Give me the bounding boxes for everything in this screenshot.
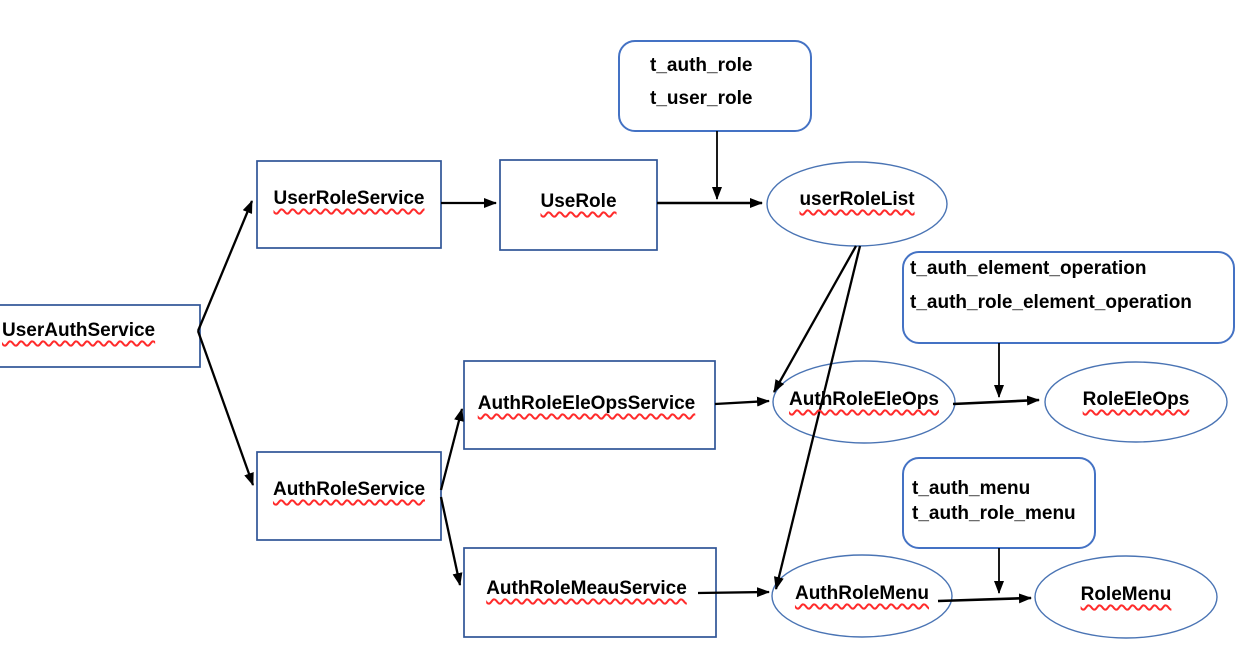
label-table-t-auth-role-menu: t_auth_role_menu [912, 503, 1076, 524]
edge-userrolelist-to-authrolemenu [773, 245, 862, 590]
label-role-menu: RoleMenu [1080, 584, 1172, 605]
node-ellipse-user-role-list [766, 161, 948, 247]
label-user-role-service: UserRoleService [273, 188, 425, 209]
table-box-element-operation [902, 251, 1235, 344]
edge-userrolelist-to-authroleeleops [772, 245, 858, 393]
node-box-user-auth-service [0, 304, 201, 368]
node-box-auth-role-service [256, 451, 442, 541]
label-auth-role-menu: AuthRoleMenu [794, 583, 930, 604]
edge-authroleeleops-to-roleeleops [952, 395, 1040, 406]
edge-authroleservice-to-authroleeleopsservice [439, 408, 464, 491]
label-table-t-auth-role-element-operation: t_auth_role_element_operation [910, 292, 1192, 313]
label-role-ele-ops: RoleEleOps [1082, 389, 1190, 410]
node-ellipse-role-ele-ops [1044, 361, 1228, 443]
node-ellipse-role-menu [1034, 555, 1218, 639]
edge-authroleservice-to-authrolemeauservice [439, 496, 463, 586]
node-box-auth-role-meau-service [463, 547, 717, 638]
table-box-user-role [618, 40, 812, 132]
edge-authrolemeauservice-to-authrolemenu [697, 587, 770, 598]
label-auth-role-ele-ops-service: AuthRoleEleOpsService [477, 393, 696, 414]
label-table-t-user-role: t_user_role [650, 88, 753, 109]
label-use-role: UseRole [540, 191, 617, 212]
node-box-user-role-service [256, 160, 442, 249]
label-table-t-auth-menu: t_auth_menu [912, 478, 1031, 499]
edge-authrolemenu-to-rolemenu [937, 593, 1032, 604]
label-user-role-list: userRoleList [799, 189, 915, 210]
edge-userauthservice-to-authroleservice [196, 330, 255, 486]
node-box-auth-role-ele-ops-service [463, 360, 716, 450]
edge-userauthservice-to-userroleservice [196, 200, 254, 332]
label-auth-role-meau-service: AuthRoleMeauService [486, 578, 687, 599]
node-box-use-role [499, 159, 658, 251]
label-table-t-auth-element-operation: t_auth_element_operation [910, 258, 1147, 279]
label-auth-role-service: AuthRoleService [272, 479, 426, 500]
label-user-auth-service: UserAuthService [2, 320, 156, 341]
node-ellipse-auth-role-menu [771, 554, 953, 638]
edge-authroleeleopsservice-to-authroleeleops [714, 396, 770, 407]
label-auth-role-ele-ops: AuthRoleEleOps [789, 389, 939, 410]
label-table-t-auth-role: t_auth_role [650, 55, 753, 76]
node-ellipse-auth-role-ele-ops [772, 360, 956, 444]
